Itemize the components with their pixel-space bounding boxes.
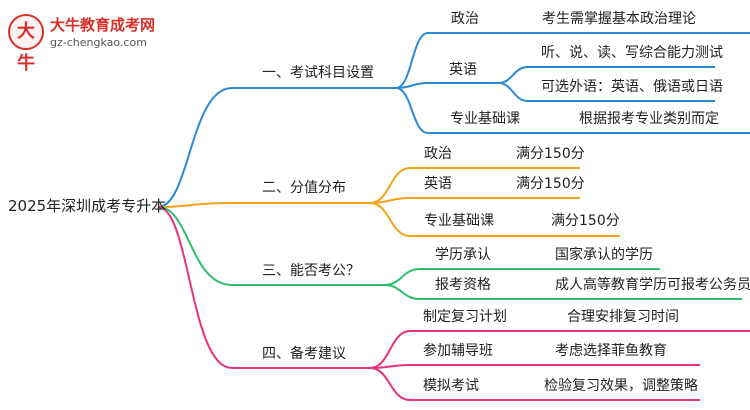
- node-b4-plan: 制定复习计划: [423, 309, 507, 325]
- link-root-branch-3: [157, 206, 384, 286]
- brand-url: gz-chengkao.com: [50, 36, 147, 49]
- link-b2-major: [369, 202, 620, 237]
- node-b4-mock-detail: 检验复习效果，调整策略: [544, 378, 698, 394]
- brand-name: 大牛教育成考网: [50, 16, 156, 34]
- link-b1-major: [395, 87, 750, 134]
- link-b4-plan: [369, 330, 750, 369]
- node-b4-tutor: 参加辅导班: [423, 343, 493, 359]
- link-b1-english-d2: [497, 82, 715, 102]
- node-b2-major-detail: 满分150分: [551, 213, 620, 229]
- node-b3-recognition-detail: 国家承认的学历: [555, 247, 653, 263]
- node-b1-politics: 政治: [451, 11, 479, 27]
- node-b3-recognition: 学历承认: [435, 247, 491, 263]
- link-b1-english-d1: [497, 66, 715, 84]
- node-b4-mock: 模拟考试: [423, 378, 479, 394]
- link-root-branch-2: [157, 202, 370, 208]
- link-b3-eligibility: [383, 284, 742, 300]
- branch-exam-subjects: 一、考试科目设置: [262, 65, 374, 81]
- link-root-branch-4: [157, 206, 370, 369]
- link-root-branch-1: [157, 87, 396, 208]
- node-b1-english: 英语: [449, 62, 477, 78]
- link-b1-english: [395, 82, 498, 89]
- branch-score-distribution: 二、分值分布: [262, 180, 346, 196]
- node-b1-major-detail: 根据报考专业类别而定: [579, 111, 719, 127]
- link-b2-english: [369, 197, 580, 204]
- node-b4-plan-detail: 合理安排复习时间: [567, 309, 679, 325]
- link-b4-tutor: [369, 364, 700, 369]
- node-b2-major: 专业基础课: [424, 213, 494, 229]
- node-b4-tutor-detail: 考虑选择菲鱼教育: [555, 343, 667, 359]
- node-b1-major: 专业基础课: [450, 111, 520, 127]
- branch-prep-advice: 四、备考建议: [262, 346, 346, 362]
- link-b1-politics: [395, 32, 750, 89]
- node-b1-politics-detail: 考生需掌握基本政治理论: [542, 11, 696, 27]
- node-b2-politics-detail: 满分150分: [516, 146, 585, 162]
- branch-civil-service: 三、能否考公？: [262, 263, 360, 279]
- brand-logo: 大牛 大牛教育成考网 gz-chengkao.com: [8, 12, 168, 74]
- node-b1-english-detail-2: 可选外语：英语、俄语或日语: [541, 79, 723, 95]
- node-b3-eligibility: 报考资格: [435, 277, 491, 293]
- node-b2-politics: 政治: [424, 146, 452, 162]
- node-b3-eligibility-detail: 成人高等教育学历可报考公务员: [555, 277, 750, 293]
- root-node: 2025年深圳成考专升本: [8, 197, 167, 215]
- logo-mark-icon: 大牛: [8, 14, 44, 74]
- link-b4-mock: [369, 367, 700, 401]
- node-b1-english-detail-1: 听、说、读、写综合能力测试: [541, 45, 723, 61]
- node-b2-english: 英语: [424, 176, 452, 192]
- node-b2-english-detail: 满分150分: [516, 176, 585, 192]
